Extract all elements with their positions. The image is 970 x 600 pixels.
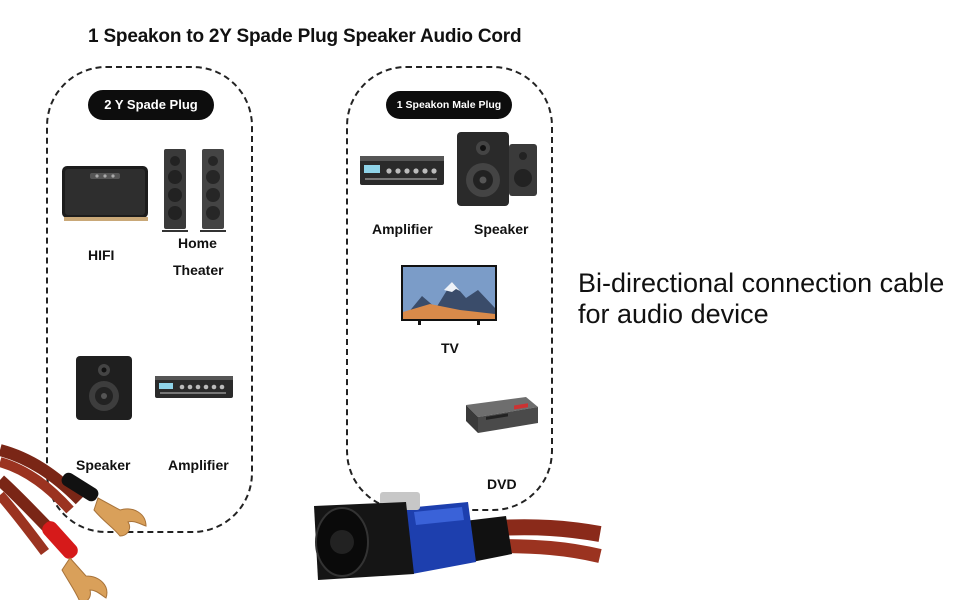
bookshelf-speaker-icon (76, 356, 132, 420)
home-theater-label-line1: Home (178, 235, 217, 251)
dvd-label: DVD (487, 476, 517, 492)
hifi-speaker-icon (62, 166, 148, 221)
spade-plug-badge: 2 Y Spade Plug (88, 90, 214, 120)
hifi-label: HIFI (88, 247, 115, 263)
tower-speakers-icon (162, 149, 226, 232)
left-panel (46, 66, 253, 533)
amplifier-icon (360, 156, 444, 185)
home-theater-label-line2: Theater (173, 262, 224, 278)
spade-plug-icon (0, 444, 147, 600)
tagline-line2: for audio device (578, 299, 769, 329)
amplifier-icon (155, 376, 233, 398)
speakon-plug-icon (314, 492, 602, 580)
left-speaker-label: Speaker (76, 457, 131, 473)
tagline-line1: Bi-directional connection cable (578, 268, 945, 298)
tv-label: TV (441, 340, 459, 356)
left-amplifier-label: Amplifier (168, 457, 229, 473)
right-amplifier-label: Amplifier (372, 221, 433, 237)
page-title: 1 Speakon to 2Y Spade Plug Speaker Audio… (88, 26, 522, 47)
dvd-player-icon (466, 397, 538, 433)
tv-icon (401, 265, 497, 325)
speakon-plug-badge: 1 Speakon Male Plug (386, 91, 512, 119)
right-speaker-label: Speaker (474, 221, 529, 237)
tagline: Bi-directional connection cable for audi… (578, 268, 944, 330)
bookshelf-speaker-icon (457, 132, 537, 206)
